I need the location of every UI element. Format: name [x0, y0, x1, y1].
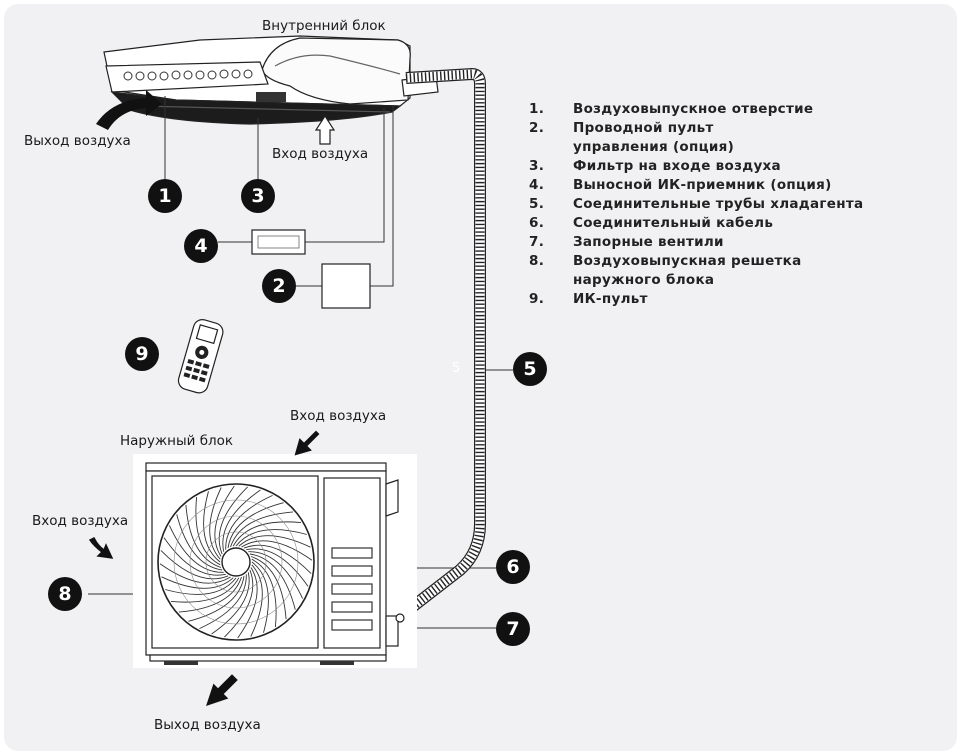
- legend-item: 1.Воздуховыпускное отверстие: [529, 101, 814, 117]
- legend-item: 2.Проводной пульт управления (опция): [529, 120, 735, 155]
- legend-item: 6.Соединительный кабель: [529, 215, 774, 231]
- fan-guard-line: [251, 561, 269, 633]
- badge-3: 3: [241, 179, 275, 213]
- fan-guard-line: [249, 553, 296, 610]
- fan-guard-line: [238, 535, 311, 548]
- air-in-outdoor-top-label: Вход воздуха: [290, 408, 387, 424]
- fan-guard-line: [250, 556, 287, 620]
- fan-guard-line: [161, 576, 234, 589]
- fan-guard-line: [165, 577, 237, 595]
- legend-item: 7.Запорные вентили: [529, 234, 724, 250]
- badge-1: 1: [148, 179, 182, 213]
- fan-guard-line: [168, 525, 224, 573]
- fan-guard-line: [222, 489, 261, 552]
- air-in-arrow-outdoor-side: [88, 536, 114, 559]
- fan-guard-ring: [189, 515, 283, 609]
- fan-guard-line: [248, 551, 304, 599]
- fan-guard-line: [163, 537, 226, 576]
- legend-item: 8.Воздуховыпускная решетка наружного бло…: [529, 253, 802, 288]
- legend-list: 1.Воздуховыпускное отверстие 2.Проводной…: [529, 100, 939, 309]
- fan-guard-line: [251, 558, 277, 628]
- wired-controller-box: [321, 263, 371, 309]
- fan-guard-line: [203, 491, 221, 563]
- outdoor-unit-drawing: [133, 454, 417, 668]
- fan-guard-line: [232, 521, 302, 547]
- air-in-arrow-outdoor-top: [294, 430, 320, 456]
- indoor-unit-drawing: [103, 35, 439, 125]
- air-in-indoor-label: Вход воздуха: [272, 146, 369, 162]
- badge-2: 2: [262, 269, 296, 303]
- badge-5: 5: [513, 352, 547, 386]
- badge-4: 4: [184, 229, 218, 263]
- fan-guard-line: [209, 487, 222, 560]
- fan-guard-line: [211, 572, 250, 635]
- fan-guard-ring: [205, 531, 267, 593]
- badge-7: 7: [496, 612, 530, 646]
- fan-guard-line: [170, 577, 240, 603]
- remote-control-drawing: [177, 319, 224, 394]
- legend-item: 3.Фильтр на входе воздуха: [529, 158, 781, 174]
- fan-guard-line: [160, 550, 229, 580]
- badge-6: 6: [496, 550, 530, 584]
- fan-guard-line: [195, 496, 221, 566]
- air-out-arrow-indoor: [96, 90, 162, 130]
- fan-guard-line: [159, 563, 231, 584]
- air-out-outdoor-label: Выход воздуха: [154, 717, 261, 733]
- fan-guard-line: [199, 574, 247, 630]
- legend-item: 9.ИК-пульт: [529, 291, 648, 307]
- legend-item: 5.Соединительные трубы хладагента: [529, 196, 864, 212]
- fan-guard-line: [225, 494, 273, 550]
- air-in-arrow-indoor: [314, 114, 336, 145]
- fan-guard-line: [246, 548, 309, 587]
- faint-five-label: 5: [452, 361, 461, 376]
- legend-item: 4.Выносной ИК-приемник (опция): [529, 177, 832, 193]
- fan-guard-ring: [173, 499, 299, 625]
- air-out-indoor-label: Выход воздуха: [24, 133, 131, 149]
- fan-guard-line: [243, 544, 312, 574]
- fan-guard-line: [235, 529, 307, 547]
- indoor-unit-label: Внутренний блок: [262, 18, 386, 34]
- fan-guard-line: [224, 569, 254, 638]
- fan-guard-line: [250, 564, 263, 637]
- refrigerant-pipe: [394, 67, 486, 623]
- fan-guard-line: [241, 540, 313, 561]
- fan-guard-line: [185, 504, 222, 568]
- air-in-outdoor-side-label: Вход воздуха: [32, 513, 129, 529]
- badge-8: 8: [48, 577, 82, 611]
- fan-guard-line: [237, 567, 258, 639]
- fan-guard-line: [227, 502, 284, 549]
- fan-guard-line: [214, 485, 235, 557]
- fan-guard-line: [178, 576, 242, 613]
- fan-guard-line: [188, 575, 245, 622]
- fan-guard-line: [176, 514, 223, 571]
- badge-9: 9: [125, 337, 159, 371]
- outdoor-unit-label: Наружный блок: [120, 433, 234, 449]
- fan-guard-line: [230, 511, 294, 548]
- fan-guard-line: [218, 486, 248, 555]
- air-out-arrow-outdoor: [206, 674, 238, 706]
